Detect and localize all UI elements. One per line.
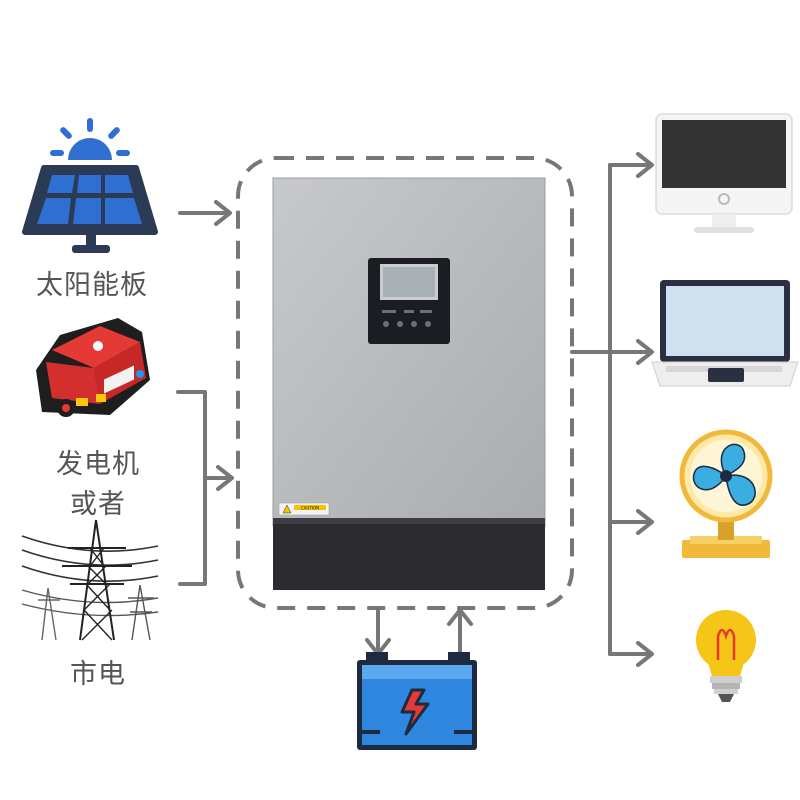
output-arrows bbox=[570, 152, 654, 667]
caution-label: CAUTION bbox=[301, 506, 319, 511]
fan-icon bbox=[679, 429, 773, 558]
inverter-display bbox=[368, 258, 450, 344]
monitor-icon bbox=[655, 113, 793, 233]
generator-grid-bracket bbox=[176, 390, 207, 586]
generator-label: 发电机 bbox=[56, 449, 140, 480]
solar-panel-label: 太阳能板 bbox=[36, 270, 148, 301]
sun-icon bbox=[50, 118, 130, 160]
or-label: 或者 bbox=[70, 489, 126, 520]
generator-icon bbox=[36, 318, 150, 417]
battery-arrows bbox=[365, 606, 473, 658]
inverter-unit: CAUTION bbox=[272, 177, 546, 590]
light-bulb-icon bbox=[696, 610, 756, 702]
power-tower-icon bbox=[21, 519, 159, 641]
inverter-boundary bbox=[236, 156, 574, 610]
solar-panel-icon bbox=[22, 118, 158, 253]
input-arrows bbox=[176, 200, 234, 586]
laptop-icon bbox=[651, 280, 799, 387]
caution-sticker: CAUTION bbox=[278, 502, 330, 516]
battery-icon bbox=[357, 652, 477, 750]
grid-label: 市电 bbox=[70, 659, 126, 690]
